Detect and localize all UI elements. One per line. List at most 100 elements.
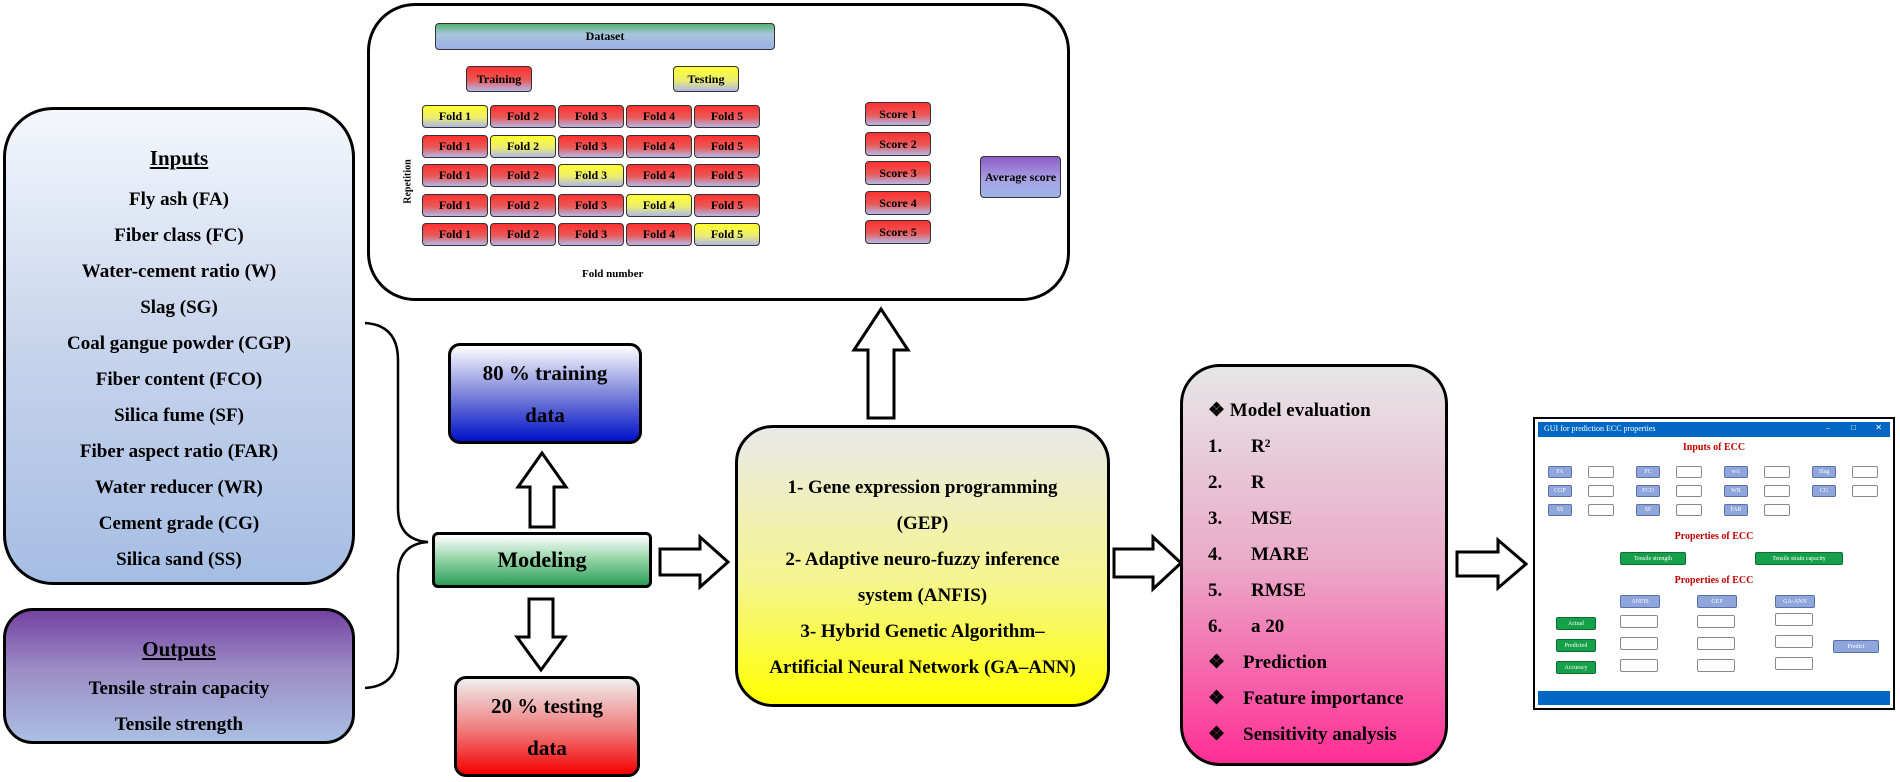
fold-cell-train: Fold 1 (422, 135, 488, 158)
gui-model-label: GEP (1697, 595, 1737, 608)
analysis-item: Sensitivity analysis (1243, 724, 1397, 745)
gui-property-button[interactable]: Tensile strain capacity (1755, 552, 1843, 565)
metric-number: 2. (1208, 472, 1223, 493)
metric-name: R² (1251, 436, 1271, 457)
gui-inputs-header: Inputs of ECC (1682, 442, 1746, 453)
close-icon[interactable]: ✕ (1875, 423, 1882, 432)
metric-name: RMSE (1251, 580, 1306, 601)
gui-bottom-bar (1538, 691, 1890, 705)
gui-row-label: Actual (1556, 617, 1596, 630)
minimize-icon[interactable]: – (1826, 423, 1830, 432)
input-item: Coal gangue powder (CGP) (67, 333, 291, 354)
repetition-label: Repetition (402, 159, 414, 204)
metric-number: 5. (1208, 580, 1223, 601)
metric-number: 1. (1208, 436, 1223, 457)
fold-cell-train: Fold 5 (694, 135, 760, 158)
fold-cell-train: Fold 2 (490, 164, 556, 187)
gui-property-button[interactable]: Tensile strength (1620, 552, 1686, 565)
fold-cell-test: Fold 2 (490, 135, 556, 158)
gui-input-label: FCO (1636, 485, 1660, 497)
gui-input-field[interactable] (1764, 504, 1790, 516)
fold-cell-train: Fold 1 (422, 223, 488, 246)
fold-cell-train: Fold 3 (558, 223, 624, 246)
metric-name: MARE (1251, 544, 1310, 565)
fold-cell-test: Fold 3 (558, 164, 624, 187)
input-item: Cement grade (CG) (98, 513, 260, 534)
gui-output-field (1620, 615, 1658, 628)
maximize-icon[interactable]: □ (1851, 423, 1856, 432)
method-line: Artificial Neural Network (GA–ANN) (769, 657, 1076, 678)
gui-output-field (1697, 615, 1735, 628)
input-item: Fiber content (FCO) (95, 369, 263, 390)
score-box: Score 2 (865, 132, 931, 156)
metric-number: 3. (1208, 508, 1223, 529)
gui-input-label: WR (1724, 485, 1748, 497)
gui-input-label: CG (1812, 485, 1836, 497)
gui-input-label: w/c (1724, 466, 1748, 478)
score-box: Score 3 (865, 161, 931, 185)
fold-cell-train: Fold 5 (694, 194, 760, 217)
arrow-to-gui (1455, 536, 1529, 592)
gui-predict-button[interactable]: Predict (1833, 640, 1879, 653)
gui-model-label: GA-ANN (1775, 595, 1815, 608)
fold-cell-train: Fold 1 (422, 164, 488, 187)
training-data-line2: data (525, 402, 565, 427)
fold-cell-test: Fold 1 (422, 105, 488, 128)
gui-output-field (1620, 637, 1658, 650)
inputs-box: Inputs Fly ash (FA) Fiber class (FC) Wat… (3, 107, 355, 585)
fold-cell-test: Fold 5 (694, 223, 760, 246)
gui-input-field[interactable] (1764, 485, 1790, 497)
analysis-item: Prediction (1243, 652, 1328, 673)
gui-input-field[interactable] (1852, 485, 1878, 497)
fold-cell-train: Fold 2 (490, 223, 556, 246)
arrow-to-training (515, 450, 569, 529)
gui-properties-header: Properties of ECC (1674, 531, 1754, 542)
gui-output-field (1775, 613, 1813, 626)
output-item: Tensile strain capacity (88, 678, 270, 699)
gui-input-field[interactable] (1852, 466, 1878, 478)
input-item: Slag (SG) (140, 297, 218, 318)
inputs-title: Inputs (149, 146, 209, 170)
gui-input-label: Slag (1812, 466, 1836, 478)
output-item: Tensile strength (114, 714, 244, 735)
gui-input-label: FA (1548, 466, 1572, 478)
gui-output-field (1775, 635, 1813, 648)
method-line: 3- Hybrid Genetic Algorithm– (800, 621, 1045, 642)
average-score: Average score (980, 156, 1061, 198)
score-box: Score 4 (865, 191, 931, 215)
gui-input-field[interactable] (1676, 466, 1702, 478)
gui-row-label: Accuracy (1556, 661, 1596, 674)
fold-cell-train: Fold 4 (626, 135, 692, 158)
cross-validation-panel: Dataset Training Testing Repetition Fold… (367, 3, 1070, 301)
gui-input-field[interactable] (1764, 466, 1790, 478)
gui-output-field (1775, 657, 1813, 670)
input-item: Fiber aspect ratio (FAR) (79, 441, 279, 462)
input-item: Fly ash (FA) (129, 189, 229, 210)
score-box: Score 5 (865, 220, 931, 244)
gui-input-field[interactable] (1588, 466, 1614, 478)
gui-title-bar: GUI for prediction ECC properties – □ ✕ (1538, 422, 1890, 437)
gui-input-label: SF (1636, 504, 1660, 516)
metric-name: MSE (1251, 508, 1293, 529)
fold-cell-train: Fold 4 (626, 164, 692, 187)
method-line: 2- Adaptive neuro-fuzzy inference (785, 549, 1060, 570)
gui-output-field (1697, 637, 1735, 650)
testing-data-box: 20 % testing data (454, 676, 640, 777)
gui-input-field[interactable] (1588, 485, 1614, 497)
gui-input-label: FC (1636, 466, 1660, 478)
gui-input-field[interactable] (1588, 504, 1614, 516)
method-line: (GEP) (896, 513, 949, 534)
diamond-bullet-icon: ❖ (1208, 400, 1226, 421)
score-box: Score 1 (865, 102, 931, 126)
fold-cell-train: Fold 2 (490, 105, 556, 128)
gui-input-field[interactable] (1676, 504, 1702, 516)
arrow-to-evaluation (1112, 533, 1184, 593)
input-item: Water-cement ratio (W) (81, 261, 277, 282)
fold-cell-train: Fold 3 (558, 105, 624, 128)
gui-input-field[interactable] (1676, 485, 1702, 497)
gui-input-label: SS (1548, 504, 1572, 516)
outputs-list: Tensile strain capacity Tensile strength (6, 671, 352, 743)
evaluation-header: ❖ Model evaluation (1208, 393, 1371, 429)
fold-cell-train: Fold 2 (490, 194, 556, 217)
